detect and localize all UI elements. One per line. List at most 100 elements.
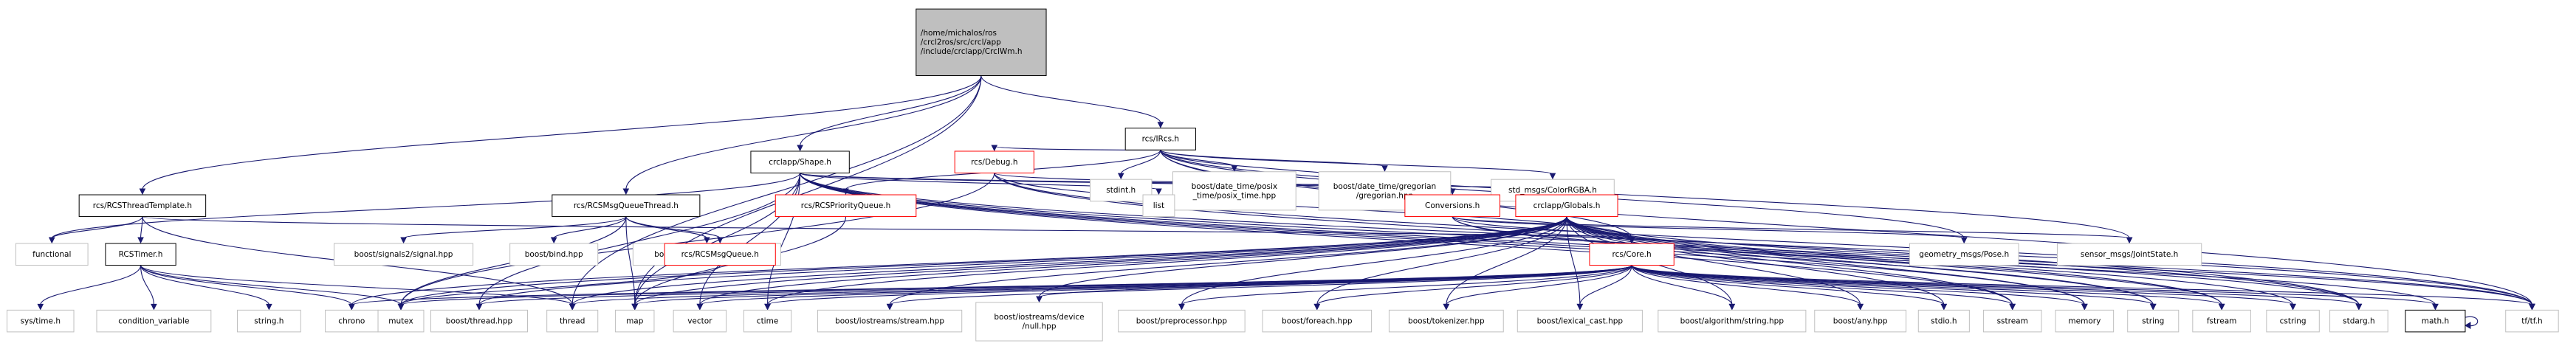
- node-box[interactable]: [1404, 194, 1500, 218]
- arrowhead-icon: [139, 188, 146, 196]
- node-box[interactable]: [1917, 309, 1970, 333]
- node-box[interactable]: [509, 243, 599, 266]
- node-box[interactable]: [1262, 309, 1373, 333]
- node-ircs[interactable]: rcs/IRcs.h: [1124, 128, 1196, 150]
- node-box[interactable]: [552, 194, 701, 218]
- node-mutex[interactable]: mutex: [377, 309, 425, 333]
- node-box[interactable]: [1589, 243, 1675, 266]
- node-cstring[interactable]: cstring: [2266, 309, 2320, 333]
- node-globals[interactable]: crclapp/Globals.h: [1515, 194, 1618, 218]
- node-box[interactable]: [1124, 128, 1196, 150]
- node-box[interactable]: [1172, 171, 1296, 211]
- node-box[interactable]: [377, 309, 425, 333]
- node-map[interactable]: map: [615, 309, 655, 333]
- node-box[interactable]: [237, 309, 301, 333]
- node-box[interactable]: [15, 243, 89, 266]
- node-box[interactable]: [2056, 243, 2202, 266]
- node-functional[interactable]: functional: [15, 243, 89, 266]
- node-memory[interactable]: memory: [2055, 309, 2115, 333]
- node-box[interactable]: [664, 243, 776, 266]
- node-chrono[interactable]: chrono: [325, 309, 379, 333]
- node-box[interactable]: [743, 309, 792, 333]
- node-preprocessor[interactable]: boost/preprocessor.hpp: [1118, 309, 1246, 333]
- node-stdarg[interactable]: stdarg.h: [2329, 309, 2388, 333]
- node-ctime[interactable]: ctime: [743, 309, 792, 333]
- node-box[interactable]: [2266, 309, 2320, 333]
- node-posixtime[interactable]: boost/date_time/posix_time/posix_time.hp…: [1172, 171, 1296, 211]
- node-box[interactable]: [817, 309, 963, 333]
- node-root[interactable]: /home/michalos/ros/crcl2ros/src/crcl/app…: [916, 8, 1047, 76]
- node-box[interactable]: [2405, 309, 2466, 333]
- node-box[interactable]: [750, 150, 850, 173]
- node-box[interactable]: [954, 150, 1034, 173]
- node-box[interactable]: [975, 302, 1103, 342]
- node-systime[interactable]: sys/time.h: [7, 309, 75, 333]
- node-shape[interactable]: crclapp/Shape.h: [750, 150, 850, 173]
- node-box[interactable]: [1090, 179, 1153, 202]
- node-priorityqueue[interactable]: rcs/RCSPriorityQueue.h: [774, 194, 917, 218]
- node-box[interactable]: [2329, 309, 2388, 333]
- node-box[interactable]: [673, 309, 727, 333]
- node-box[interactable]: [1142, 194, 1175, 218]
- node-sstream[interactable]: sstream: [1982, 309, 2042, 333]
- node-math[interactable]: math.h: [2405, 309, 2466, 333]
- node-bind[interactable]: boost/bind.hpp: [509, 243, 599, 266]
- node-box[interactable]: [1658, 309, 1807, 333]
- node-streamhpp[interactable]: boost/iostreams/stream.hpp: [817, 309, 963, 333]
- node-lexicalcast[interactable]: boost/lexical_cast.hpp: [1517, 309, 1643, 333]
- node-box[interactable]: [7, 309, 75, 333]
- node-fstream[interactable]: fstream: [2192, 309, 2251, 333]
- node-rcstimer[interactable]: RCSTimer.h: [105, 243, 176, 266]
- node-box[interactable]: [333, 243, 474, 266]
- node-string[interactable]: string: [2127, 309, 2180, 333]
- node-conversions[interactable]: Conversions.h: [1404, 194, 1500, 218]
- node-stdint[interactable]: stdint.h: [1090, 179, 1153, 202]
- node-label: sys/time.h: [21, 316, 61, 325]
- node-box[interactable]: [1909, 243, 2019, 266]
- node-box[interactable]: [916, 8, 1047, 76]
- node-box[interactable]: [96, 309, 212, 333]
- node-box[interactable]: [78, 194, 207, 218]
- node-tftf[interactable]: tf/tf.h: [2505, 309, 2559, 333]
- node-box[interactable]: [1515, 194, 1618, 218]
- node-geompose[interactable]: geometry_msgs/Pose.h: [1909, 243, 2019, 266]
- node-box[interactable]: [2192, 309, 2251, 333]
- node-thread[interactable]: thread: [546, 309, 599, 333]
- include-edge-core-to-chrono: [348, 265, 1632, 311]
- node-signal[interactable]: boost/signals2/signal.hpp: [333, 243, 474, 266]
- node-box[interactable]: [325, 309, 379, 333]
- node-vector[interactable]: vector: [673, 309, 727, 333]
- node-box[interactable]: [2055, 309, 2115, 333]
- node-box[interactable]: [774, 194, 917, 218]
- node-stdio[interactable]: stdio.h: [1917, 309, 1970, 333]
- node-box[interactable]: [546, 309, 599, 333]
- node-box[interactable]: [1814, 309, 1907, 333]
- edge-line: [634, 75, 982, 305]
- node-box[interactable]: [1982, 309, 2042, 333]
- node-stringh[interactable]: string.h: [237, 309, 301, 333]
- node-core[interactable]: rcs/Core.h: [1589, 243, 1675, 266]
- arrowhead-icon: [2218, 303, 2225, 311]
- edge-line: [403, 216, 627, 239]
- node-box[interactable]: [2127, 309, 2180, 333]
- node-box[interactable]: [2505, 309, 2559, 333]
- node-tokenizer[interactable]: boost/tokenizer.hpp: [1388, 309, 1504, 333]
- node-box[interactable]: [1118, 309, 1246, 333]
- node-debug[interactable]: rcs/Debug.h: [954, 150, 1034, 173]
- node-box[interactable]: [430, 309, 528, 333]
- node-nullhpp[interactable]: boost/iostreams/device/null.hpp: [975, 302, 1103, 342]
- node-box[interactable]: [1517, 309, 1643, 333]
- node-foreach[interactable]: boost/foreach.hpp: [1262, 309, 1373, 333]
- node-box[interactable]: [1388, 309, 1504, 333]
- node-msgqueue[interactable]: rcs/RCSMsgQueue.h: [664, 243, 776, 266]
- node-condvar[interactable]: condition_variable: [96, 309, 212, 333]
- node-boostthread[interactable]: boost/thread.hpp: [430, 309, 528, 333]
- node-list[interactable]: list: [1142, 194, 1175, 218]
- node-algostring[interactable]: boost/algorithm/string.hpp: [1658, 309, 1807, 333]
- node-threadtemplate[interactable]: rcs/RCSThreadTemplate.h: [78, 194, 207, 218]
- node-box[interactable]: [615, 309, 655, 333]
- node-jointstate[interactable]: sensor_msgs/JointState.h: [2056, 243, 2202, 266]
- node-boostany[interactable]: boost/any.hpp: [1814, 309, 1907, 333]
- node-box[interactable]: [105, 243, 176, 266]
- node-msgqueuethread[interactable]: rcs/RCSMsgQueueThread.h: [552, 194, 701, 218]
